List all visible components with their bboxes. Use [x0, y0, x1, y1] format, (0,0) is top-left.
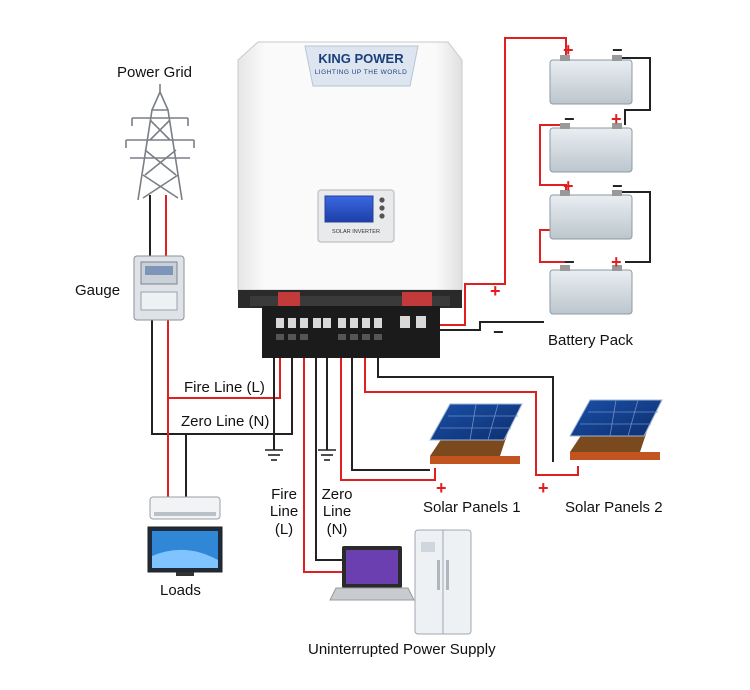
polarity-plus: + [436, 478, 447, 498]
battery-icon [549, 123, 633, 173]
gauge-label: Gauge [75, 282, 121, 299]
polarity-plus: + [538, 478, 549, 498]
television-icon [147, 526, 223, 576]
inverter-model-label: SOLAR INVERTER [332, 229, 380, 235]
polarity-minus: − [564, 252, 575, 272]
gauge-meter-icon [133, 255, 185, 321]
polarity-minus: − [564, 109, 575, 129]
solar-panel-1-icon [429, 403, 523, 464]
refrigerator-icon [414, 529, 472, 635]
ups-fire-word: Fire [271, 486, 297, 503]
solar-panels-1-label: Solar Panels 1 [423, 499, 521, 516]
brand-logo: KING POWER [318, 51, 404, 66]
ups-zero-n-word: (N) [326, 520, 348, 538]
solar-panels-2-label: Solar Panels 2 [565, 499, 663, 516]
power-grid-label: Power Grid [117, 64, 193, 81]
zero-line-label: Zero Line (N) [181, 413, 270, 430]
ups-zero-line-label: Zero Line (N) [315, 486, 359, 538]
polarity-minus: − [612, 176, 623, 196]
battery-pack-label: Battery Pack [548, 332, 634, 349]
air-conditioner-icon [149, 496, 221, 520]
loads-label: Loads [160, 582, 201, 599]
polarity-minus: − [612, 40, 623, 60]
battery-pack-icons [549, 55, 633, 315]
inverter-unit [237, 41, 463, 358]
ground-symbol-icon [318, 449, 336, 461]
ups-fire-l-word: (L) [274, 520, 294, 538]
polarity-plus: + [611, 109, 622, 129]
polarity-plus: + [563, 176, 574, 196]
polarity-plus: + [490, 281, 501, 301]
ups-label: Uninterrupted Power Supply [308, 641, 496, 658]
solar-panel-2-icon [569, 399, 663, 460]
brand-tagline: LIGHTING UP THE WORLD [314, 69, 408, 76]
laptop-icon [329, 546, 415, 601]
ground-symbol-icon [265, 449, 283, 461]
fire-line-label: Fire Line (L) [184, 379, 265, 396]
ups-zero-line-word: Line [322, 503, 352, 521]
polarity-plus: + [563, 40, 574, 60]
battery-icon [549, 265, 633, 315]
battery-icon [549, 190, 633, 240]
polarity-minus: − [493, 322, 504, 342]
ups-fire-line-word: Line [269, 503, 299, 521]
power-grid-tower-icon [125, 84, 195, 201]
ups-zero-word: Zero [321, 486, 353, 503]
polarity-plus: + [611, 252, 622, 272]
ups-fire-line-label: Fire Line (L) [264, 486, 304, 538]
wires [149, 37, 651, 573]
battery-icon [549, 55, 633, 105]
